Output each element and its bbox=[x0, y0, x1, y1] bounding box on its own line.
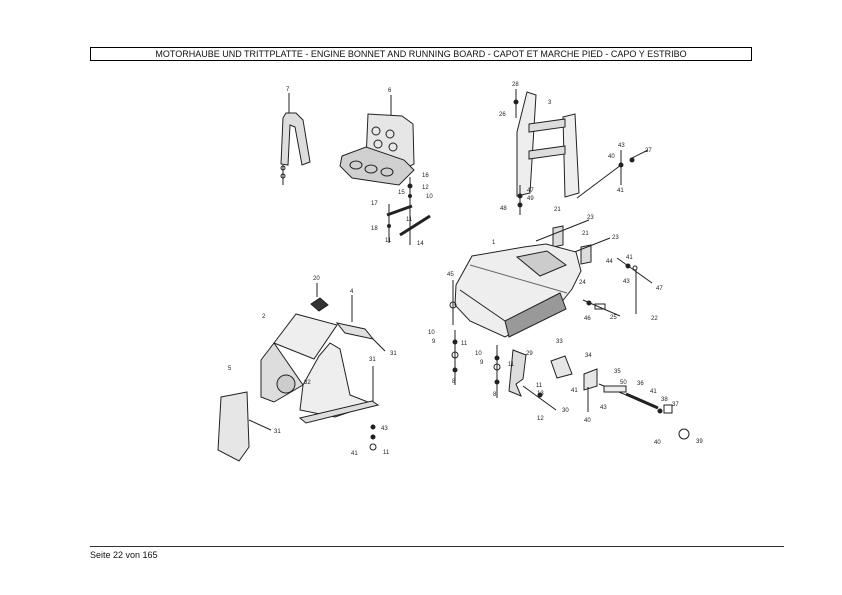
callout-16: 16 bbox=[422, 173, 429, 179]
callout-36: 36 bbox=[637, 381, 644, 387]
callout-49: 49 bbox=[527, 196, 534, 202]
callout-3: 3 bbox=[548, 100, 552, 106]
callout-31b: 31 bbox=[369, 357, 376, 363]
callout-35: 35 bbox=[614, 369, 621, 375]
callout-6: 6 bbox=[388, 88, 392, 94]
callout-11c: 11 bbox=[383, 450, 390, 456]
callout-11e: 11 bbox=[508, 362, 515, 368]
part-7-strap bbox=[280, 93, 311, 185]
callout-11d: 11 bbox=[461, 341, 468, 347]
callout-33: 33 bbox=[556, 339, 563, 345]
callout-26: 26 bbox=[499, 112, 506, 118]
part-6-seat bbox=[339, 95, 415, 186]
seat-rail-parts bbox=[386, 177, 431, 245]
callout-41c: 41 bbox=[351, 451, 358, 457]
callout-43c: 43 bbox=[381, 426, 388, 432]
callout-12: 12 bbox=[422, 185, 429, 191]
callout-2: 2 bbox=[262, 314, 266, 320]
callout-47: 47 bbox=[527, 188, 534, 194]
callout-40a: 40 bbox=[608, 154, 615, 160]
callout-41d: 41 bbox=[571, 388, 578, 394]
footer-divider bbox=[90, 546, 784, 547]
callout-14: 14 bbox=[417, 241, 424, 247]
callout-21b: 21 bbox=[582, 231, 589, 237]
callout-31c: 31 bbox=[274, 429, 281, 435]
callout-37: 37 bbox=[672, 402, 679, 408]
callout-21a: 21 bbox=[554, 207, 561, 213]
callout-44: 44 bbox=[606, 259, 613, 265]
callout-9a: 9 bbox=[432, 339, 436, 345]
part-3-frame bbox=[513, 89, 649, 215]
callout-43b: 43 bbox=[623, 279, 630, 285]
part-4-plate bbox=[335, 295, 386, 352]
callout-13: 13 bbox=[537, 391, 544, 397]
callout-11f: 11 bbox=[536, 383, 543, 389]
callout-43d: 43 bbox=[600, 405, 607, 411]
callout-30: 30 bbox=[562, 408, 569, 414]
callout-41a: 41 bbox=[617, 188, 624, 194]
callout-41b: 41 bbox=[626, 255, 633, 261]
lever-parts bbox=[508, 349, 690, 440]
callout-20: 20 bbox=[313, 276, 320, 282]
callout-45: 45 bbox=[447, 272, 454, 278]
callout-38: 38 bbox=[661, 397, 668, 403]
callout-43a: 43 bbox=[618, 143, 625, 149]
callout-47b: 47 bbox=[656, 286, 663, 292]
brackets-21-23 bbox=[535, 219, 611, 265]
callout-12b: 12 bbox=[537, 416, 544, 422]
callout-24: 24 bbox=[579, 280, 586, 286]
callout-29: 29 bbox=[526, 351, 533, 357]
callout-28: 28 bbox=[512, 82, 519, 88]
right-fasteners bbox=[582, 257, 653, 317]
callout-9b: 9 bbox=[480, 360, 484, 366]
callout-1: 1 bbox=[492, 240, 496, 246]
callout-25: 25 bbox=[610, 315, 617, 321]
callout-4: 4 bbox=[350, 289, 354, 295]
part-1-bonnet bbox=[454, 243, 582, 338]
page-title: MOTORHAUBE UND TRITTPLATTE - ENGINE BONN… bbox=[90, 47, 752, 61]
callout-7: 7 bbox=[286, 87, 290, 93]
callout-50: 50 bbox=[620, 380, 627, 386]
callout-32: 32 bbox=[304, 380, 311, 386]
callout-10b: 10 bbox=[428, 330, 435, 336]
callout-31a: 31 bbox=[390, 351, 397, 357]
callout-27: 27 bbox=[645, 148, 652, 154]
callout-10a: 10 bbox=[426, 194, 433, 200]
callout-23b: 23 bbox=[612, 235, 619, 241]
callout-5: 5 bbox=[228, 366, 232, 372]
callout-10c: 10 bbox=[475, 351, 482, 357]
callout-11a: 11 bbox=[406, 217, 413, 223]
callout-34: 34 bbox=[585, 353, 592, 359]
callout-46: 46 bbox=[584, 316, 591, 322]
part-2-running-board bbox=[260, 313, 380, 451]
callout-15: 15 bbox=[398, 190, 405, 196]
page-number: Seite 22 von 165 bbox=[90, 550, 158, 560]
callout-17: 17 bbox=[371, 201, 378, 207]
callout-41e: 41 bbox=[650, 389, 657, 395]
callout-8b: 8 bbox=[493, 392, 497, 398]
callout-39: 39 bbox=[696, 439, 703, 445]
part-20-pad bbox=[310, 283, 329, 312]
callout-18: 18 bbox=[371, 226, 378, 232]
callout-40c: 40 bbox=[654, 440, 661, 446]
part-5-panel bbox=[217, 391, 272, 462]
callout-48: 48 bbox=[500, 206, 507, 212]
left-fasteners bbox=[449, 280, 501, 398]
callout-23a: 23 bbox=[587, 215, 594, 221]
callout-40b: 40 bbox=[584, 418, 591, 424]
callout-8a: 8 bbox=[452, 379, 456, 385]
callout-11b: 11 bbox=[385, 238, 392, 244]
callout-22: 22 bbox=[651, 316, 658, 322]
